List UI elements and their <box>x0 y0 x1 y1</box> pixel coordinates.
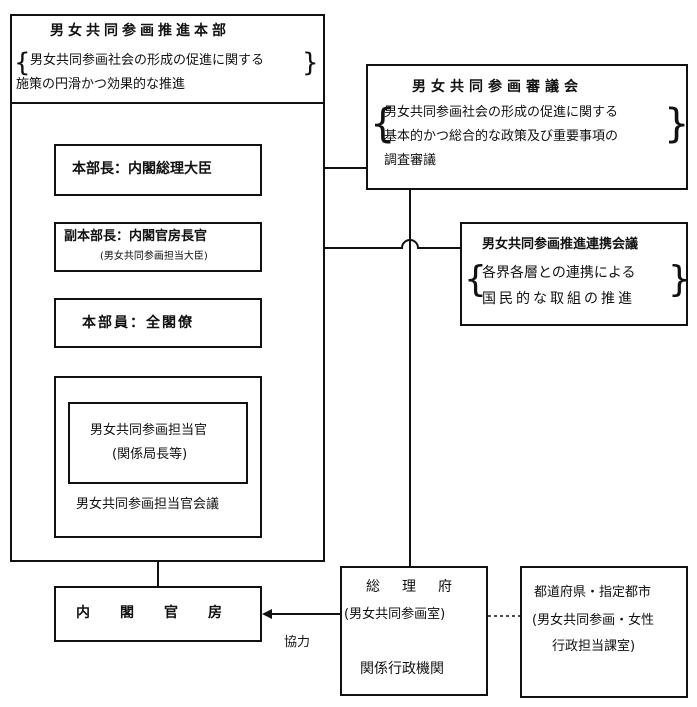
fuku-honbucho-line2: (男女共同参画担当大臣) <box>100 251 208 262</box>
tantokan-line2: (関係局長等) <box>112 447 188 462</box>
renkei-bracket-left-icon: { <box>464 259 487 300</box>
honbuin-label: 本部員：全閣僚 <box>82 315 194 331</box>
todofuken-line2: (男女共同参画・女性 <box>532 613 655 628</box>
renkei-desc-line2: 国民的な取組の推進 <box>482 291 635 307</box>
shingikai-box <box>366 64 688 190</box>
honbu-header-box <box>10 14 325 104</box>
sorifu-box <box>340 566 488 696</box>
renkei-title: 男女共同参画推進連携会議 <box>482 237 639 252</box>
shingikai-bracket-right-icon: } <box>664 101 690 147</box>
fuku-honbucho-box <box>54 222 262 272</box>
tantokan-line1: 男女共同参画担当官 <box>90 423 208 438</box>
shingikai-desc-line2: 基本的かつ総合的な政策及び重要事項の <box>384 129 619 144</box>
honbucho-box <box>54 144 262 196</box>
renkei-bracket-right-icon: } <box>668 259 691 300</box>
tantokan-kaigi-label: 男女共同参画担当官会議 <box>76 497 220 512</box>
kyoryoku-label: 協力 <box>284 635 311 650</box>
honbu-title: 男女共同参画推進本部 <box>50 23 230 39</box>
todofuken-line3: 行政担当課室) <box>552 639 636 654</box>
shingikai-bracket-left-icon: { <box>370 101 396 147</box>
sorifu-title: 総理府 <box>366 579 474 595</box>
todofuken-line1: 都道府県・指定都市 <box>534 585 652 600</box>
honbu-desc-line2: 施策の円滑かつ効果的な推進 <box>16 77 186 92</box>
renkei-desc-line1: 各界各層との連携による <box>482 265 636 281</box>
honbucho-label: 本部長：内閣総理大臣 <box>72 161 212 177</box>
sorifu-sub: (男女共同参画室) <box>344 607 446 622</box>
shingikai-title: 男女共同参画審議会 <box>412 79 583 95</box>
honbuin-box <box>54 298 262 348</box>
renkei-box <box>460 222 688 326</box>
fuku-honbucho-line1: 副本部長：内閣官房長官 <box>64 229 208 244</box>
bracket-right-icon: } <box>302 48 319 78</box>
shingikai-desc-line3: 調査審議 <box>384 153 437 168</box>
naikaku-box <box>54 586 262 642</box>
tantokan-box <box>68 402 248 484</box>
honbu-desc-line1: 男女共同参画社会の形成の促進に関する <box>30 53 265 68</box>
shingikai-desc-line1: 男女共同参画社会の形成の促進に関する <box>384 105 619 120</box>
todofuken-box <box>520 566 688 698</box>
sorifu-kankei: 関係行政機関 <box>360 661 444 677</box>
naikaku-label: 内閣官房 <box>76 605 252 621</box>
bracket-left-icon: { <box>14 48 31 78</box>
arrow-head-icon <box>262 609 272 619</box>
